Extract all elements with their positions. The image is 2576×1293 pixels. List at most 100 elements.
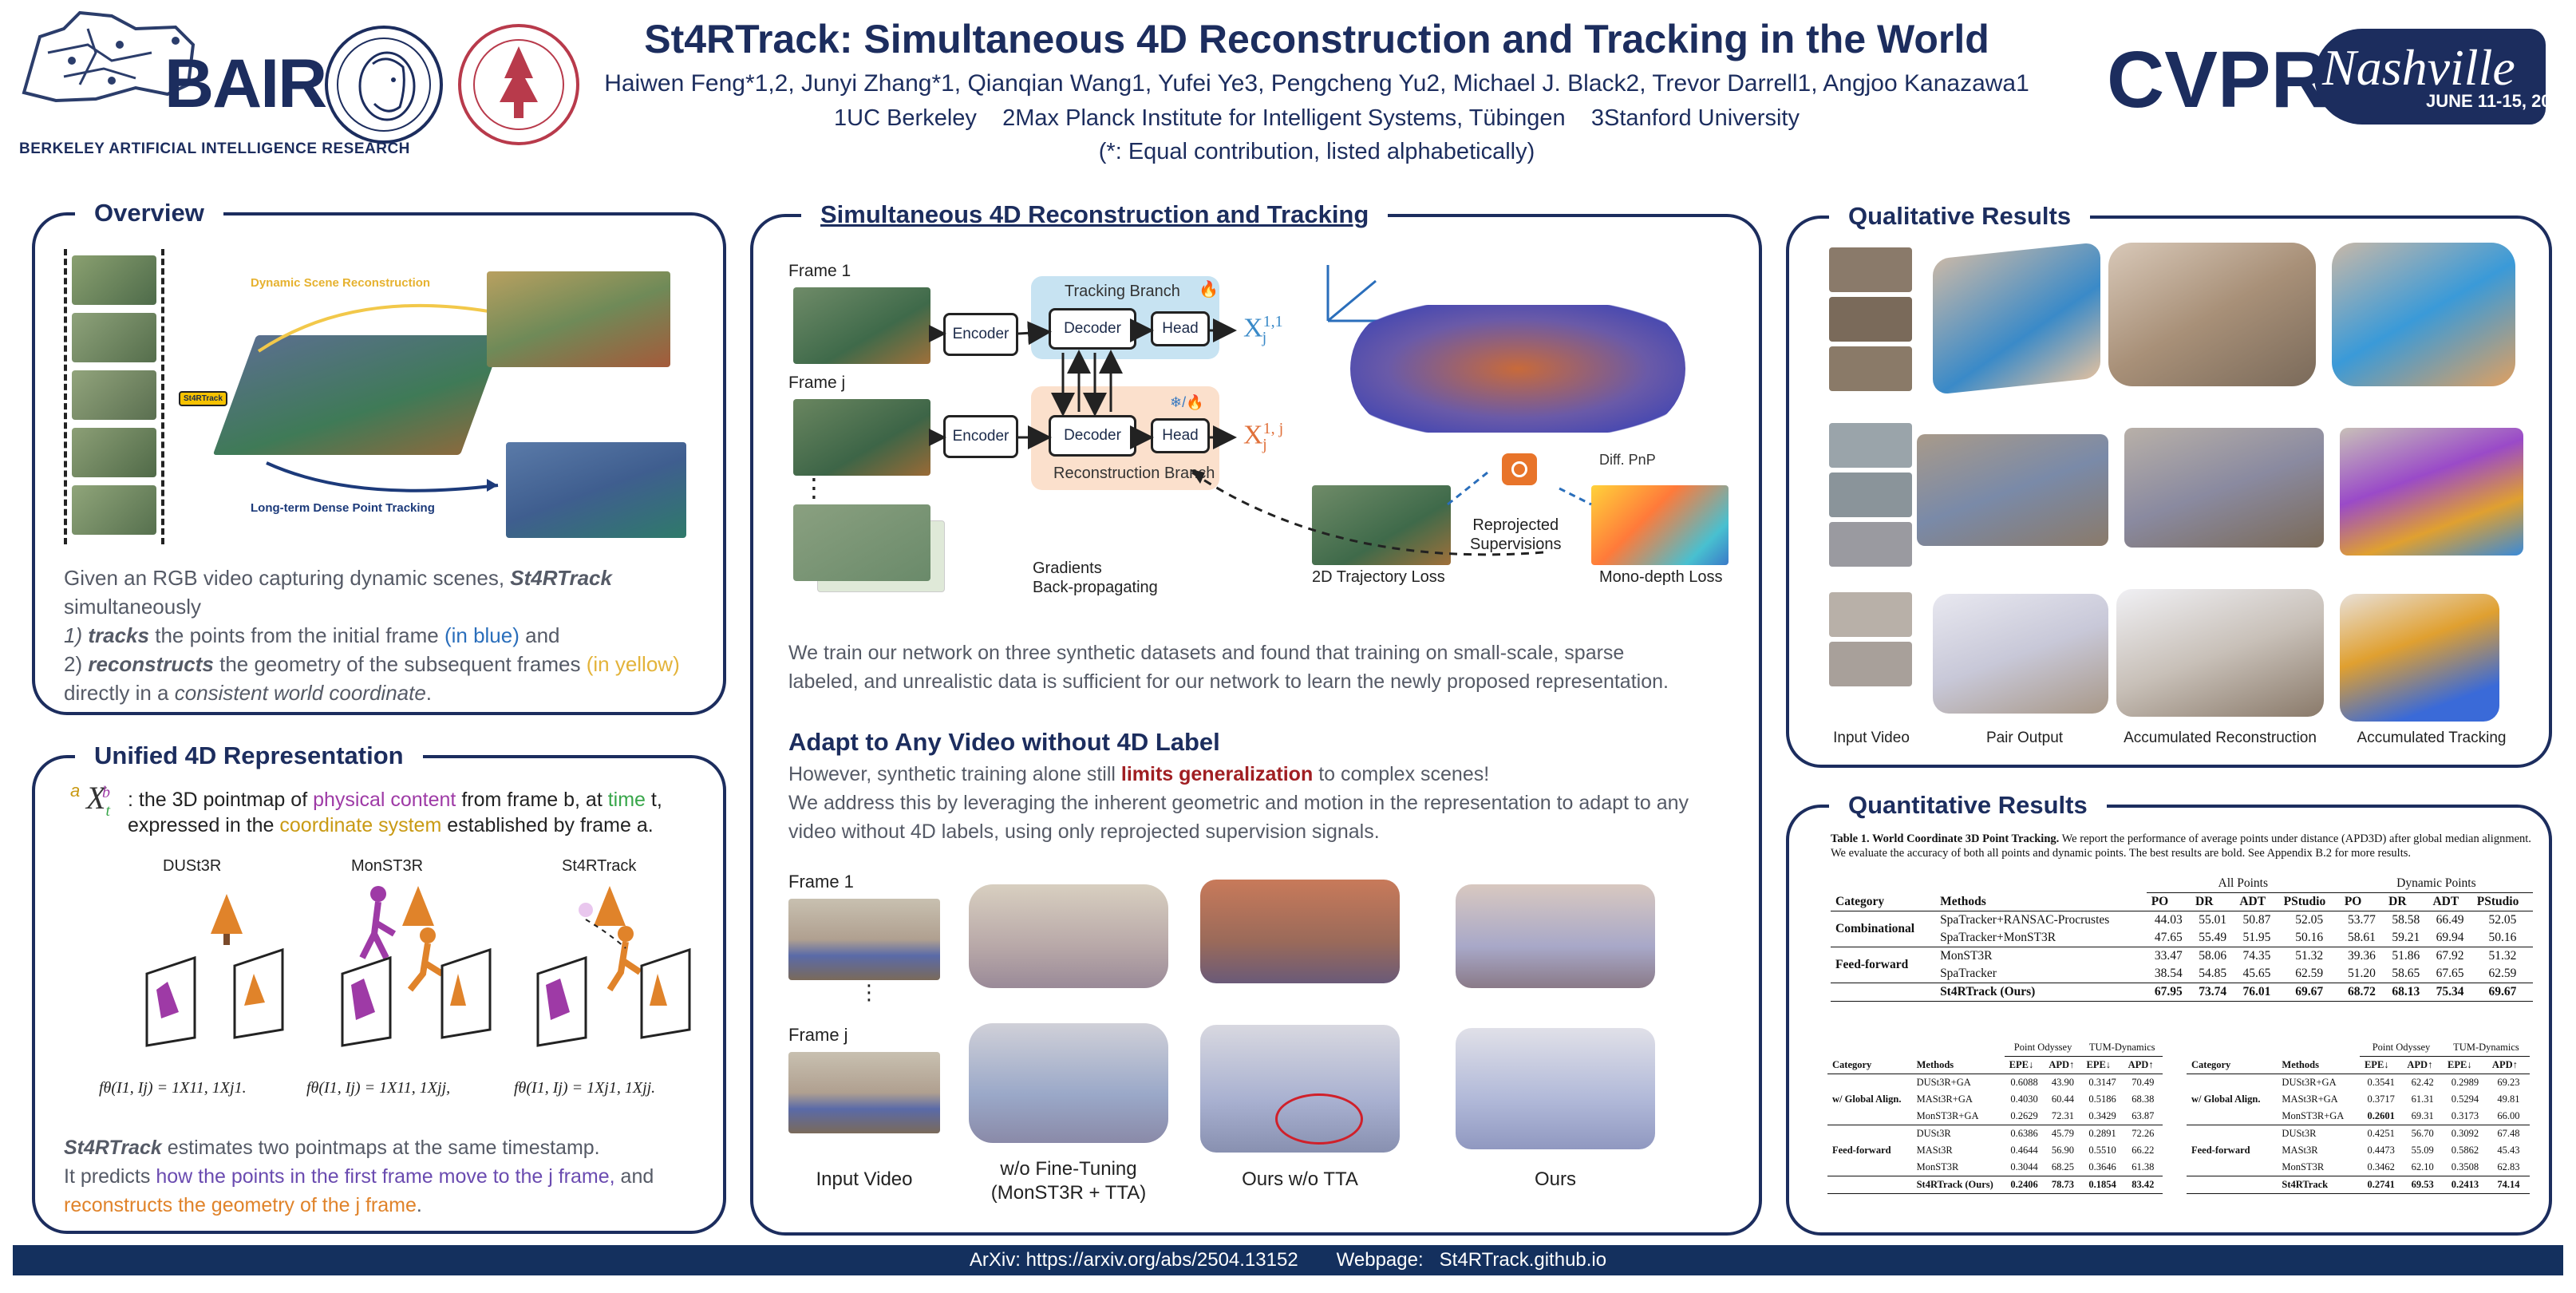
adapt-title: Adapt to Any Video without 4D Label	[788, 728, 1220, 756]
value-cell: 39.36	[2348, 949, 2376, 963]
head-box-1: Head	[1151, 311, 1210, 346]
value-cell: 0.2413	[2451, 1179, 2479, 1190]
table-header: APD↑	[2128, 1059, 2154, 1070]
cap-ours: Ours	[1534, 1168, 1576, 1190]
value-cell: 78.73	[2051, 1179, 2074, 1190]
st4rtrack-chip: St4RTrack	[179, 391, 227, 406]
method-cell: DUSt3R	[1916, 1128, 1951, 1139]
value-cell: 50.87	[2242, 913, 2271, 927]
value-cell: 0.6088	[2010, 1077, 2038, 1088]
category-cell: Feed-forward	[1832, 1145, 1891, 1156]
formula-monst3r: fθ(I1, Ij) = 1X11, 1Xjj,	[306, 1079, 451, 1097]
table-header: Methods	[1940, 894, 1986, 908]
representation-illustration	[145, 886, 691, 1047]
guitar-shape	[2314, 29, 2546, 125]
webpage-link[interactable]: St4RTrack.github.io	[1439, 1249, 1607, 1271]
framej-label: Frame j	[788, 374, 846, 392]
overview-title: Overview	[75, 197, 223, 229]
col-dust3r: DUSt3R	[163, 857, 222, 875]
value-cell: 74.14	[2497, 1179, 2520, 1190]
value-cell: 67.95	[2154, 985, 2183, 998]
value-cell: 52.05	[2295, 913, 2324, 927]
value-cell: 66.00	[2497, 1110, 2520, 1121]
value-cell: 68.25	[2051, 1161, 2074, 1172]
output-tracking: X1,1j	[1243, 313, 1283, 347]
value-cell: 62.59	[2295, 967, 2324, 980]
value-cell: 74.35	[2242, 949, 2271, 963]
value-cell: 61.38	[2132, 1161, 2155, 1172]
value-cell: 0.5186	[2088, 1093, 2116, 1105]
table-header: APD↑	[2407, 1059, 2433, 1070]
frames-ellipsis: ⋮	[801, 473, 827, 502]
value-cell: 55.09	[2411, 1145, 2434, 1156]
method-cell: St4RTrack (Ours)	[1940, 985, 2036, 998]
unified-description: St4RTrack estimates two pointmaps at the…	[64, 1137, 654, 1216]
qual-col-input: Input Video	[1833, 730, 1910, 746]
value-cell: 76.01	[2242, 985, 2271, 998]
value-cell: 0.3092	[2451, 1128, 2479, 1139]
value-cell: 0.4473	[2367, 1145, 2395, 1156]
value-cell: 53.77	[2348, 913, 2376, 927]
bear-logo	[22, 10, 196, 103]
value-cell: 0.2406	[2010, 1179, 2038, 1190]
value-cell: 0.4030	[2010, 1093, 2038, 1105]
qual-col-pair: Pair Output	[1985, 730, 2064, 746]
method-cell: MonST3R+GA	[2282, 1110, 2345, 1121]
cmp-frame1-label: Frame 1	[788, 872, 854, 892]
method-cell: SpaTracker	[1940, 967, 1997, 980]
category-cell: Feed-forward	[1835, 958, 1909, 971]
frame1-image	[793, 287, 930, 364]
value-cell: 50.16	[2488, 931, 2517, 944]
value-cell: 63.87	[2132, 1110, 2155, 1121]
overview-arrows	[257, 303, 499, 492]
method-cell: MonST3R+GA	[1916, 1110, 1979, 1121]
value-cell: 66.22	[2132, 1145, 2155, 1156]
table-header: Category	[2191, 1058, 2231, 1070]
fire-icon: 🔥	[1199, 281, 1219, 299]
value-cell: 58.61	[2348, 931, 2376, 944]
formula-dust3r: fθ(I1, Ij) = 1X11, 1Xj1.	[99, 1079, 247, 1097]
value-cell: 72.26	[2132, 1128, 2155, 1139]
value-cell: 61.31	[2411, 1093, 2434, 1105]
recon-branch-label: Reconstruction Branch	[1053, 465, 1215, 482]
value-cell: 56.90	[2051, 1145, 2074, 1156]
decoder-box-1: Decoder	[1049, 308, 1136, 350]
value-cell: 62.59	[2488, 967, 2517, 980]
table-header: APD↑	[2049, 1059, 2075, 1070]
table-header: DR	[2195, 895, 2214, 908]
method-cell: MonST3R	[1940, 949, 1993, 963]
value-cell: 0.3646	[2088, 1161, 2116, 1172]
decoder-box-2: Decoder	[1049, 415, 1136, 457]
value-cell: 0.3541	[2367, 1077, 2395, 1088]
tracking-result-image	[506, 442, 686, 538]
value-cell: 51.95	[2242, 931, 2271, 944]
value-cell: 0.3508	[2451, 1161, 2479, 1172]
ours-wo-tta-top	[1200, 880, 1400, 983]
cap-wo-ft: w/o Fine-Tuning(MonST3R + TTA)	[990, 1158, 1147, 1204]
bair-subtitle: BERKELEY ARTIFICIAL INTELLIGENCE RESEARC…	[19, 140, 410, 157]
value-cell: 55.49	[2199, 931, 2227, 944]
qualitative-panel: Qualitative Results Input Video Pair Out…	[1786, 200, 2552, 768]
method-cell: SpaTracker+MonST3R	[1940, 931, 2056, 944]
category-cell: w/ Global Align.	[1832, 1093, 1902, 1105]
value-cell: 67.92	[2436, 949, 2464, 963]
overview-description: Given an RGB video capturing dynamic sce…	[64, 566, 680, 705]
arxiv-link[interactable]: https://arxiv.org/abs/2504.13152	[1025, 1249, 1298, 1271]
unified-panel: Unified 4D Representation a Xtb : the 3D…	[32, 740, 726, 1234]
dynamic-recon-label: Dynamic Scene Reconstruction	[251, 276, 431, 290]
col-monst3r: MonST3R	[351, 857, 424, 875]
method-cell: St4RTrack (Ours)	[1916, 1179, 1993, 1190]
value-cell: 0.6386	[2010, 1128, 2038, 1139]
tracking-branch-label: Tracking Branch	[1065, 283, 1180, 300]
dense-tracking-label: Long-term Dense Point Tracking	[251, 501, 435, 515]
